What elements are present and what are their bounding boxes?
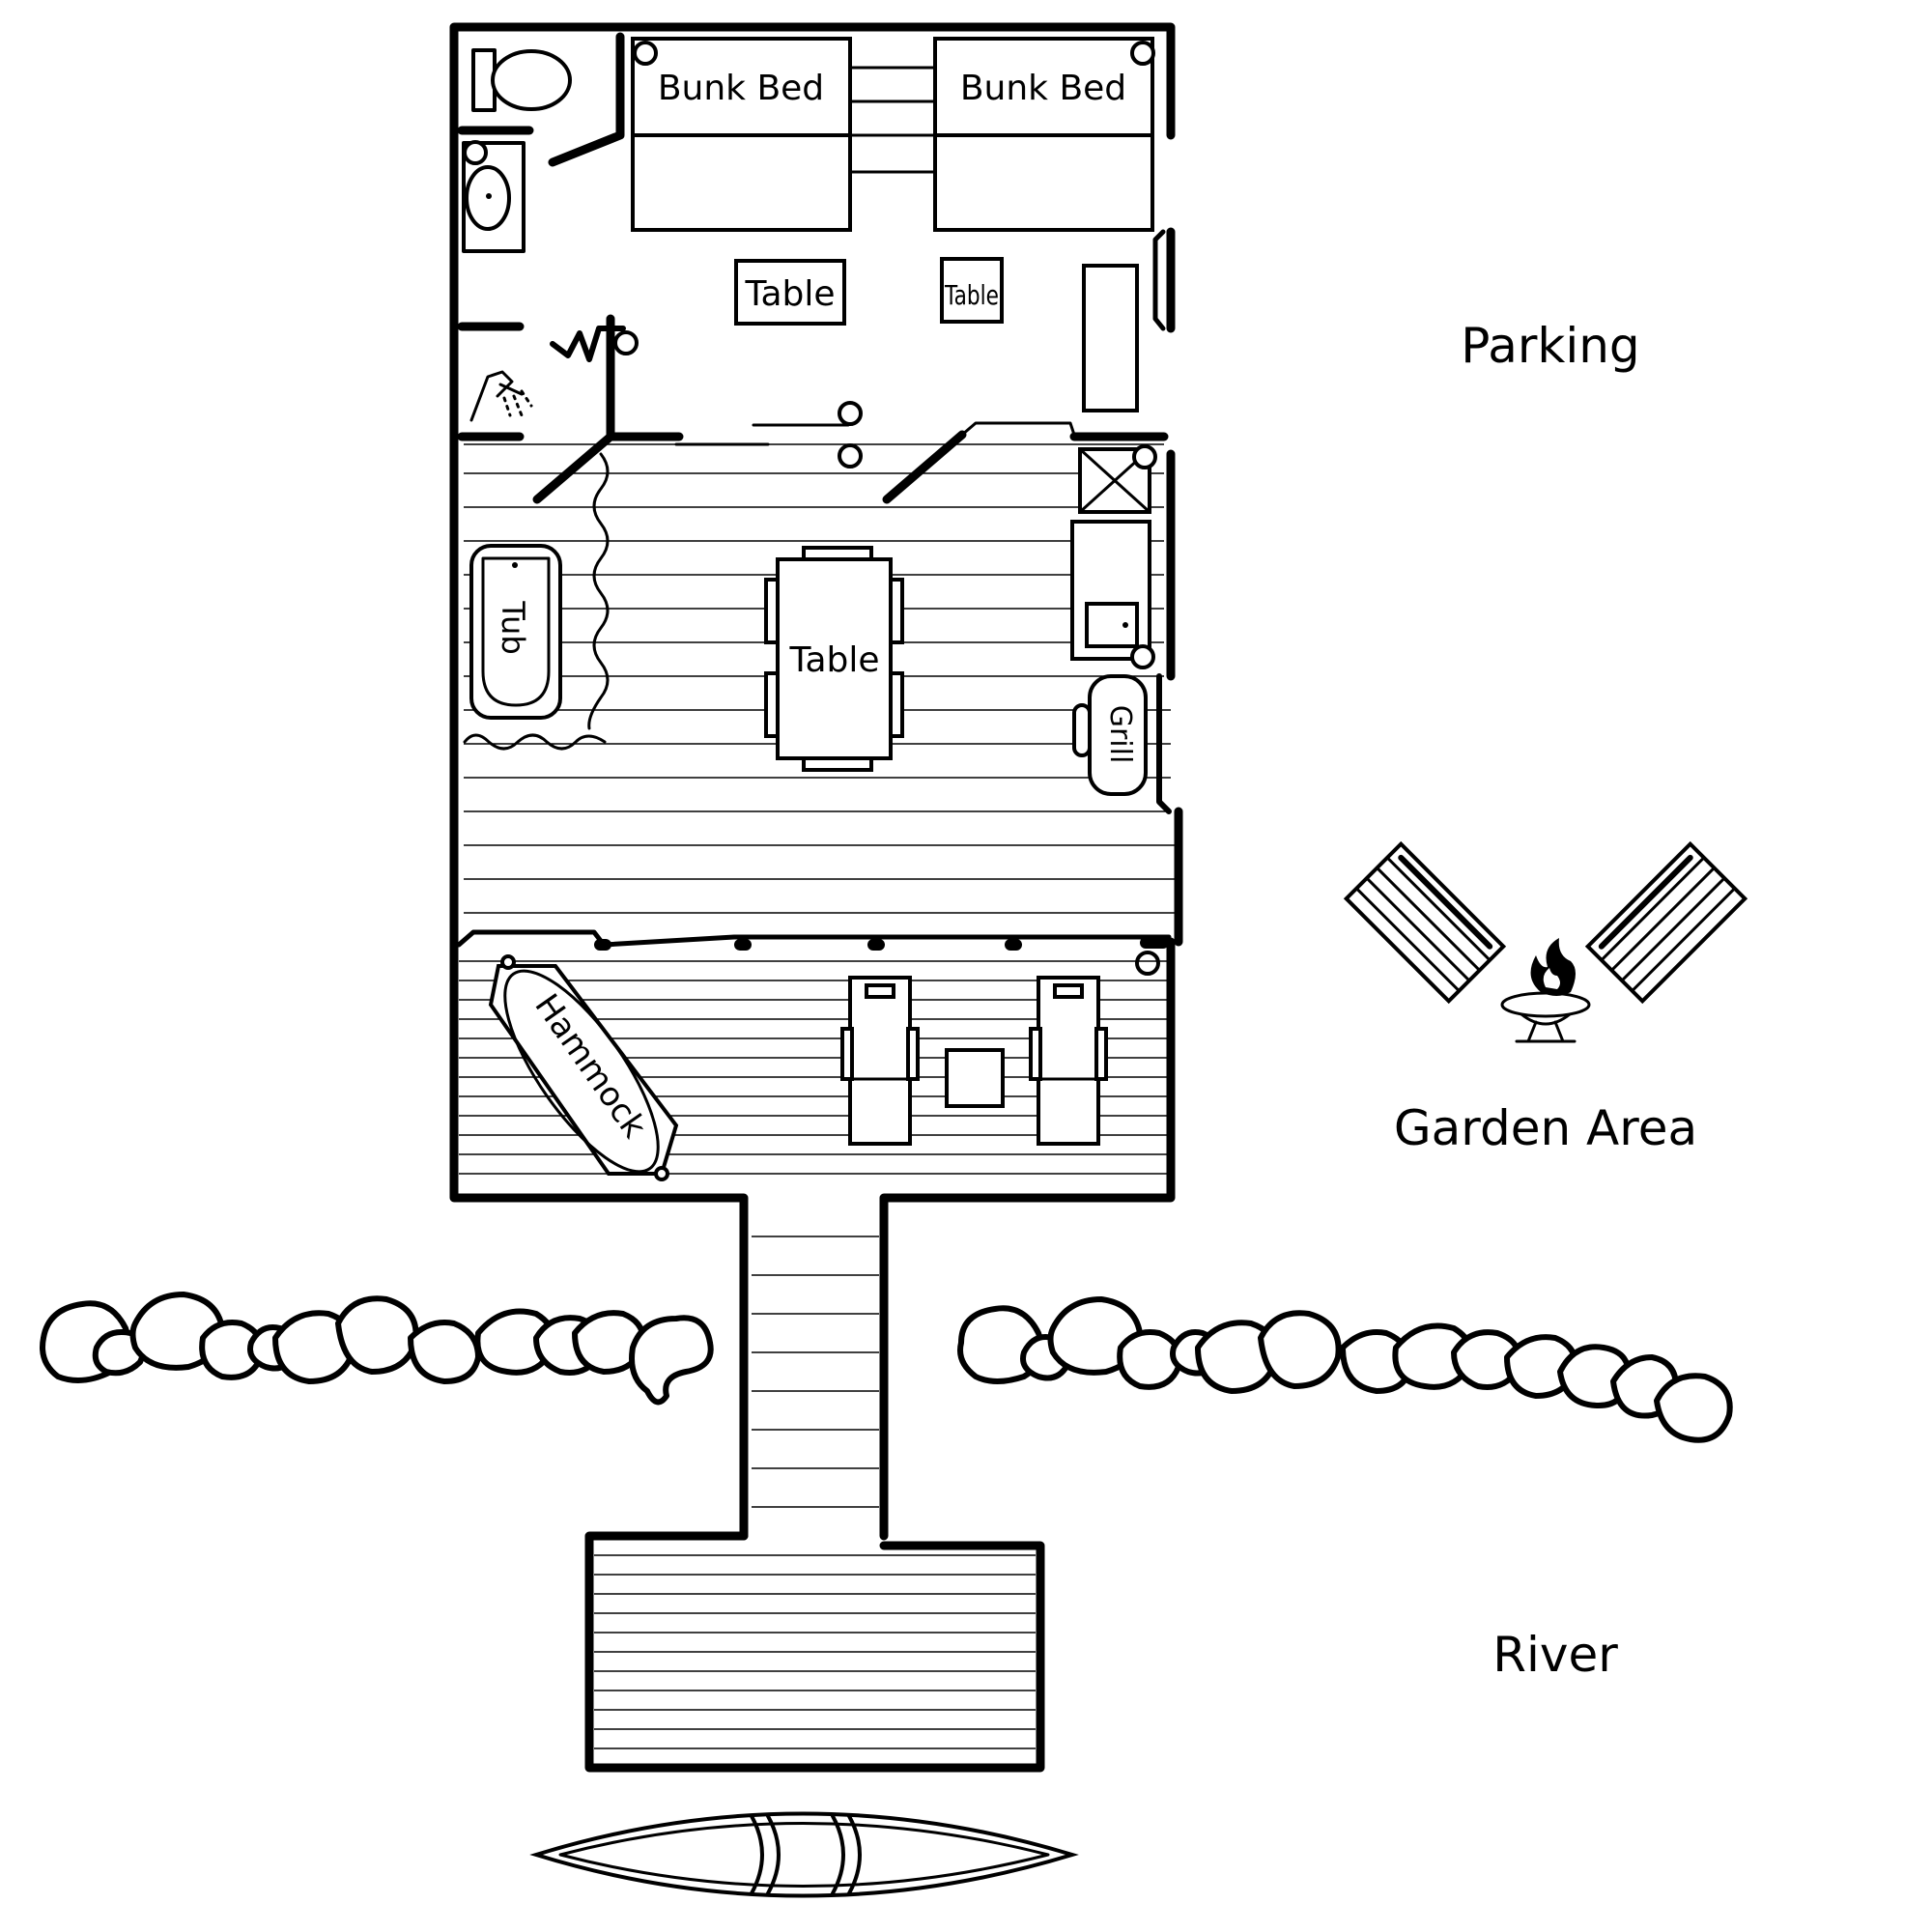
canoe [529, 1811, 1079, 1898]
shower-curtain [463, 452, 610, 751]
tub-label: Tub [495, 600, 531, 654]
dock [584, 1531, 1045, 1773]
lounge-chair-left [840, 976, 920, 1146]
grill-label: Grill [1103, 705, 1137, 764]
ladder [848, 66, 937, 174]
picnic-bench-left [1343, 840, 1507, 1005]
grill: Grill [1072, 674, 1148, 796]
cabin: Bunk Bed Bunk Bed Table Table [449, 22, 1183, 976]
porch: Hammock [449, 929, 1176, 1541]
bunk-bed-left: Bunk Bed [631, 37, 852, 232]
river-label: River [1492, 1627, 1618, 1683]
picnic-bench-right [1584, 840, 1748, 1005]
hammock: Hammock [488, 954, 679, 1181]
dining-table-label: Table [788, 640, 879, 680]
dining-table: Table [764, 546, 904, 772]
campfire-icon [1500, 938, 1591, 1043]
walkway [752, 1236, 879, 1508]
table-small-left: Table [734, 259, 846, 326]
table-small-right: Table [940, 257, 1004, 324]
lounge-chair-right [1029, 976, 1108, 1146]
side-table [945, 1048, 1005, 1108]
counter [1082, 264, 1139, 412]
bunk-bed-left-label: Bunk Bed [658, 69, 824, 108]
outlet-icon [463, 41, 1160, 976]
parking-label: Parking [1461, 318, 1639, 374]
rock-border-right [957, 1296, 1733, 1443]
bunk-bed-right: Bunk Bed [933, 37, 1154, 232]
rock-border-left [40, 1292, 714, 1406]
toilet-icon [471, 48, 572, 112]
table-small-left-label: Table [744, 274, 835, 314]
garden-area-label: Garden Area [1394, 1100, 1697, 1156]
shower-icon [469, 370, 533, 422]
kitchen-sink [1070, 520, 1151, 661]
table-small-right-label: Table [944, 279, 999, 311]
bunk-bed-right-label: Bunk Bed [960, 69, 1126, 108]
tub: Tub [469, 544, 562, 720]
side-door [1156, 673, 1172, 814]
